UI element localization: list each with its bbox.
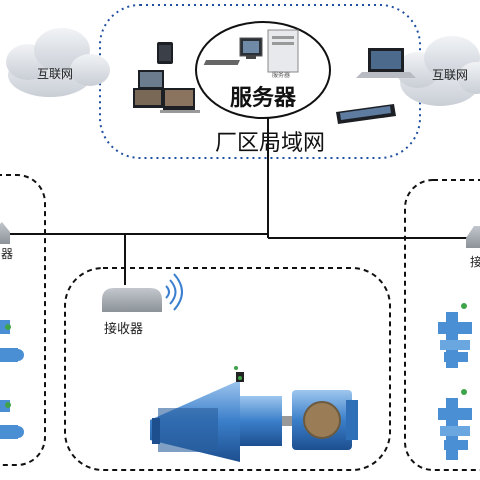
pump-icon-right-1 bbox=[438, 303, 472, 368]
svg-text:接: 接 bbox=[470, 254, 480, 269]
device-icon-left-1 bbox=[0, 320, 24, 362]
server-icon bbox=[203, 29, 299, 73]
tablet-icon bbox=[157, 42, 173, 64]
receiver-label: 接收器 bbox=[104, 322, 144, 337]
receiver-icon-right bbox=[466, 226, 480, 248]
center-region bbox=[64, 267, 391, 471]
laptop-open-icon bbox=[336, 104, 396, 124]
lan-title: 厂区局域网 bbox=[215, 131, 326, 156]
internet-label-right: 互联网 bbox=[432, 68, 469, 82]
internet-label-left: 互联网 bbox=[37, 67, 74, 81]
pc-icon bbox=[133, 88, 200, 113]
laptop-icon bbox=[356, 48, 416, 78]
server-box-label: 服务器 bbox=[272, 72, 291, 79]
right-region bbox=[404, 179, 480, 471]
motor-assembly bbox=[150, 366, 358, 462]
receiver-icon-center bbox=[102, 288, 162, 312]
cloud-icon-left bbox=[6, 28, 110, 97]
server-caption: 服务器 bbox=[230, 86, 297, 111]
svg-text:器: 器 bbox=[1, 247, 13, 261]
receiver-icon-left bbox=[0, 222, 10, 244]
cloud-icon-right bbox=[396, 36, 480, 106]
left-region bbox=[0, 174, 46, 466]
wifi-signal-icon bbox=[165, 273, 183, 311]
lan-region bbox=[99, 4, 421, 159]
device-icon-left-2 bbox=[0, 400, 24, 439]
pump-icon-right-2 bbox=[438, 389, 472, 460]
